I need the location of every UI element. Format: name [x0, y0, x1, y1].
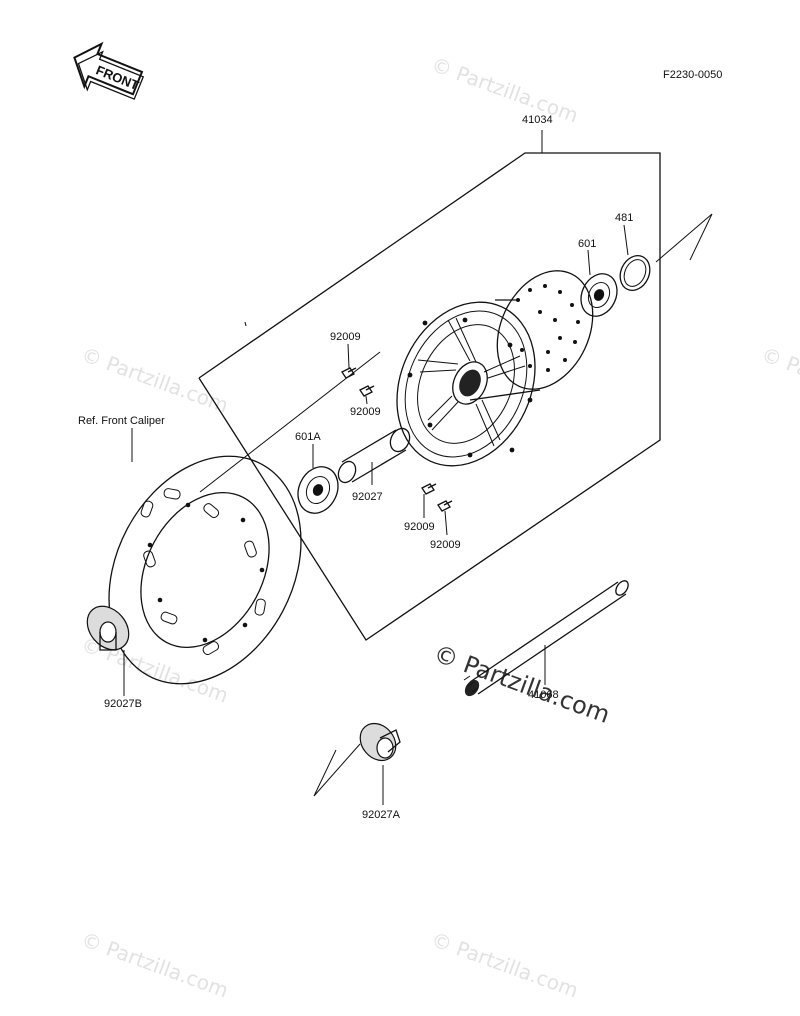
watermark-text: © Partzilla.com [78, 342, 231, 417]
collar-92027b [86, 605, 130, 651]
label-ref-front-caliper: Ref. Front Caliper [78, 415, 165, 427]
label-92009-1: 92009 [330, 331, 361, 343]
watermark-layer: © Partzilla.com © Partzilla.com © Partzi… [78, 52, 800, 1002]
label-481: 481 [615, 212, 633, 224]
label-92009-3: 92009 [404, 521, 435, 533]
label-92027a: 92027A [362, 809, 401, 821]
label-601a: 601A [295, 431, 321, 443]
watermark-main-text: © Partzilla.com [430, 639, 614, 729]
hub-41034 [396, 270, 594, 467]
label-601: 601 [578, 238, 596, 250]
brake-disc [108, 455, 302, 685]
label-41034: 41034 [522, 114, 553, 126]
spacer-92027 [337, 427, 411, 484]
watermark-text: © Partzilla.com [428, 52, 581, 127]
hub-assembly-boundary [198, 130, 661, 641]
circlip-481 [619, 254, 651, 292]
front-arrow-icon: FRONT [73, 41, 145, 100]
bearing-601a [297, 466, 339, 514]
bolt-92009-2 [359, 385, 375, 397]
label-92027b: 92027B [104, 698, 142, 710]
bearing-601 [580, 273, 618, 317]
label-92009-2: 92009 [350, 406, 381, 418]
watermark-text: © Partzilla.com [758, 342, 800, 417]
label-92027: 92027 [352, 491, 383, 503]
collar-92027a [359, 722, 401, 762]
label-92009-4: 92009 [430, 539, 461, 551]
label-41068: 41068 [528, 689, 559, 701]
diagram-code: F2230-0050 [663, 69, 722, 81]
watermark-text: © Partzilla.com [78, 927, 231, 1002]
axle-41068 [463, 580, 629, 697]
bolt-92009-3 [421, 483, 437, 495]
bolt-92009-4 [437, 500, 453, 512]
watermark-text: © Partzilla.com [428, 927, 581, 1002]
bolt-92009-1 [341, 367, 357, 379]
